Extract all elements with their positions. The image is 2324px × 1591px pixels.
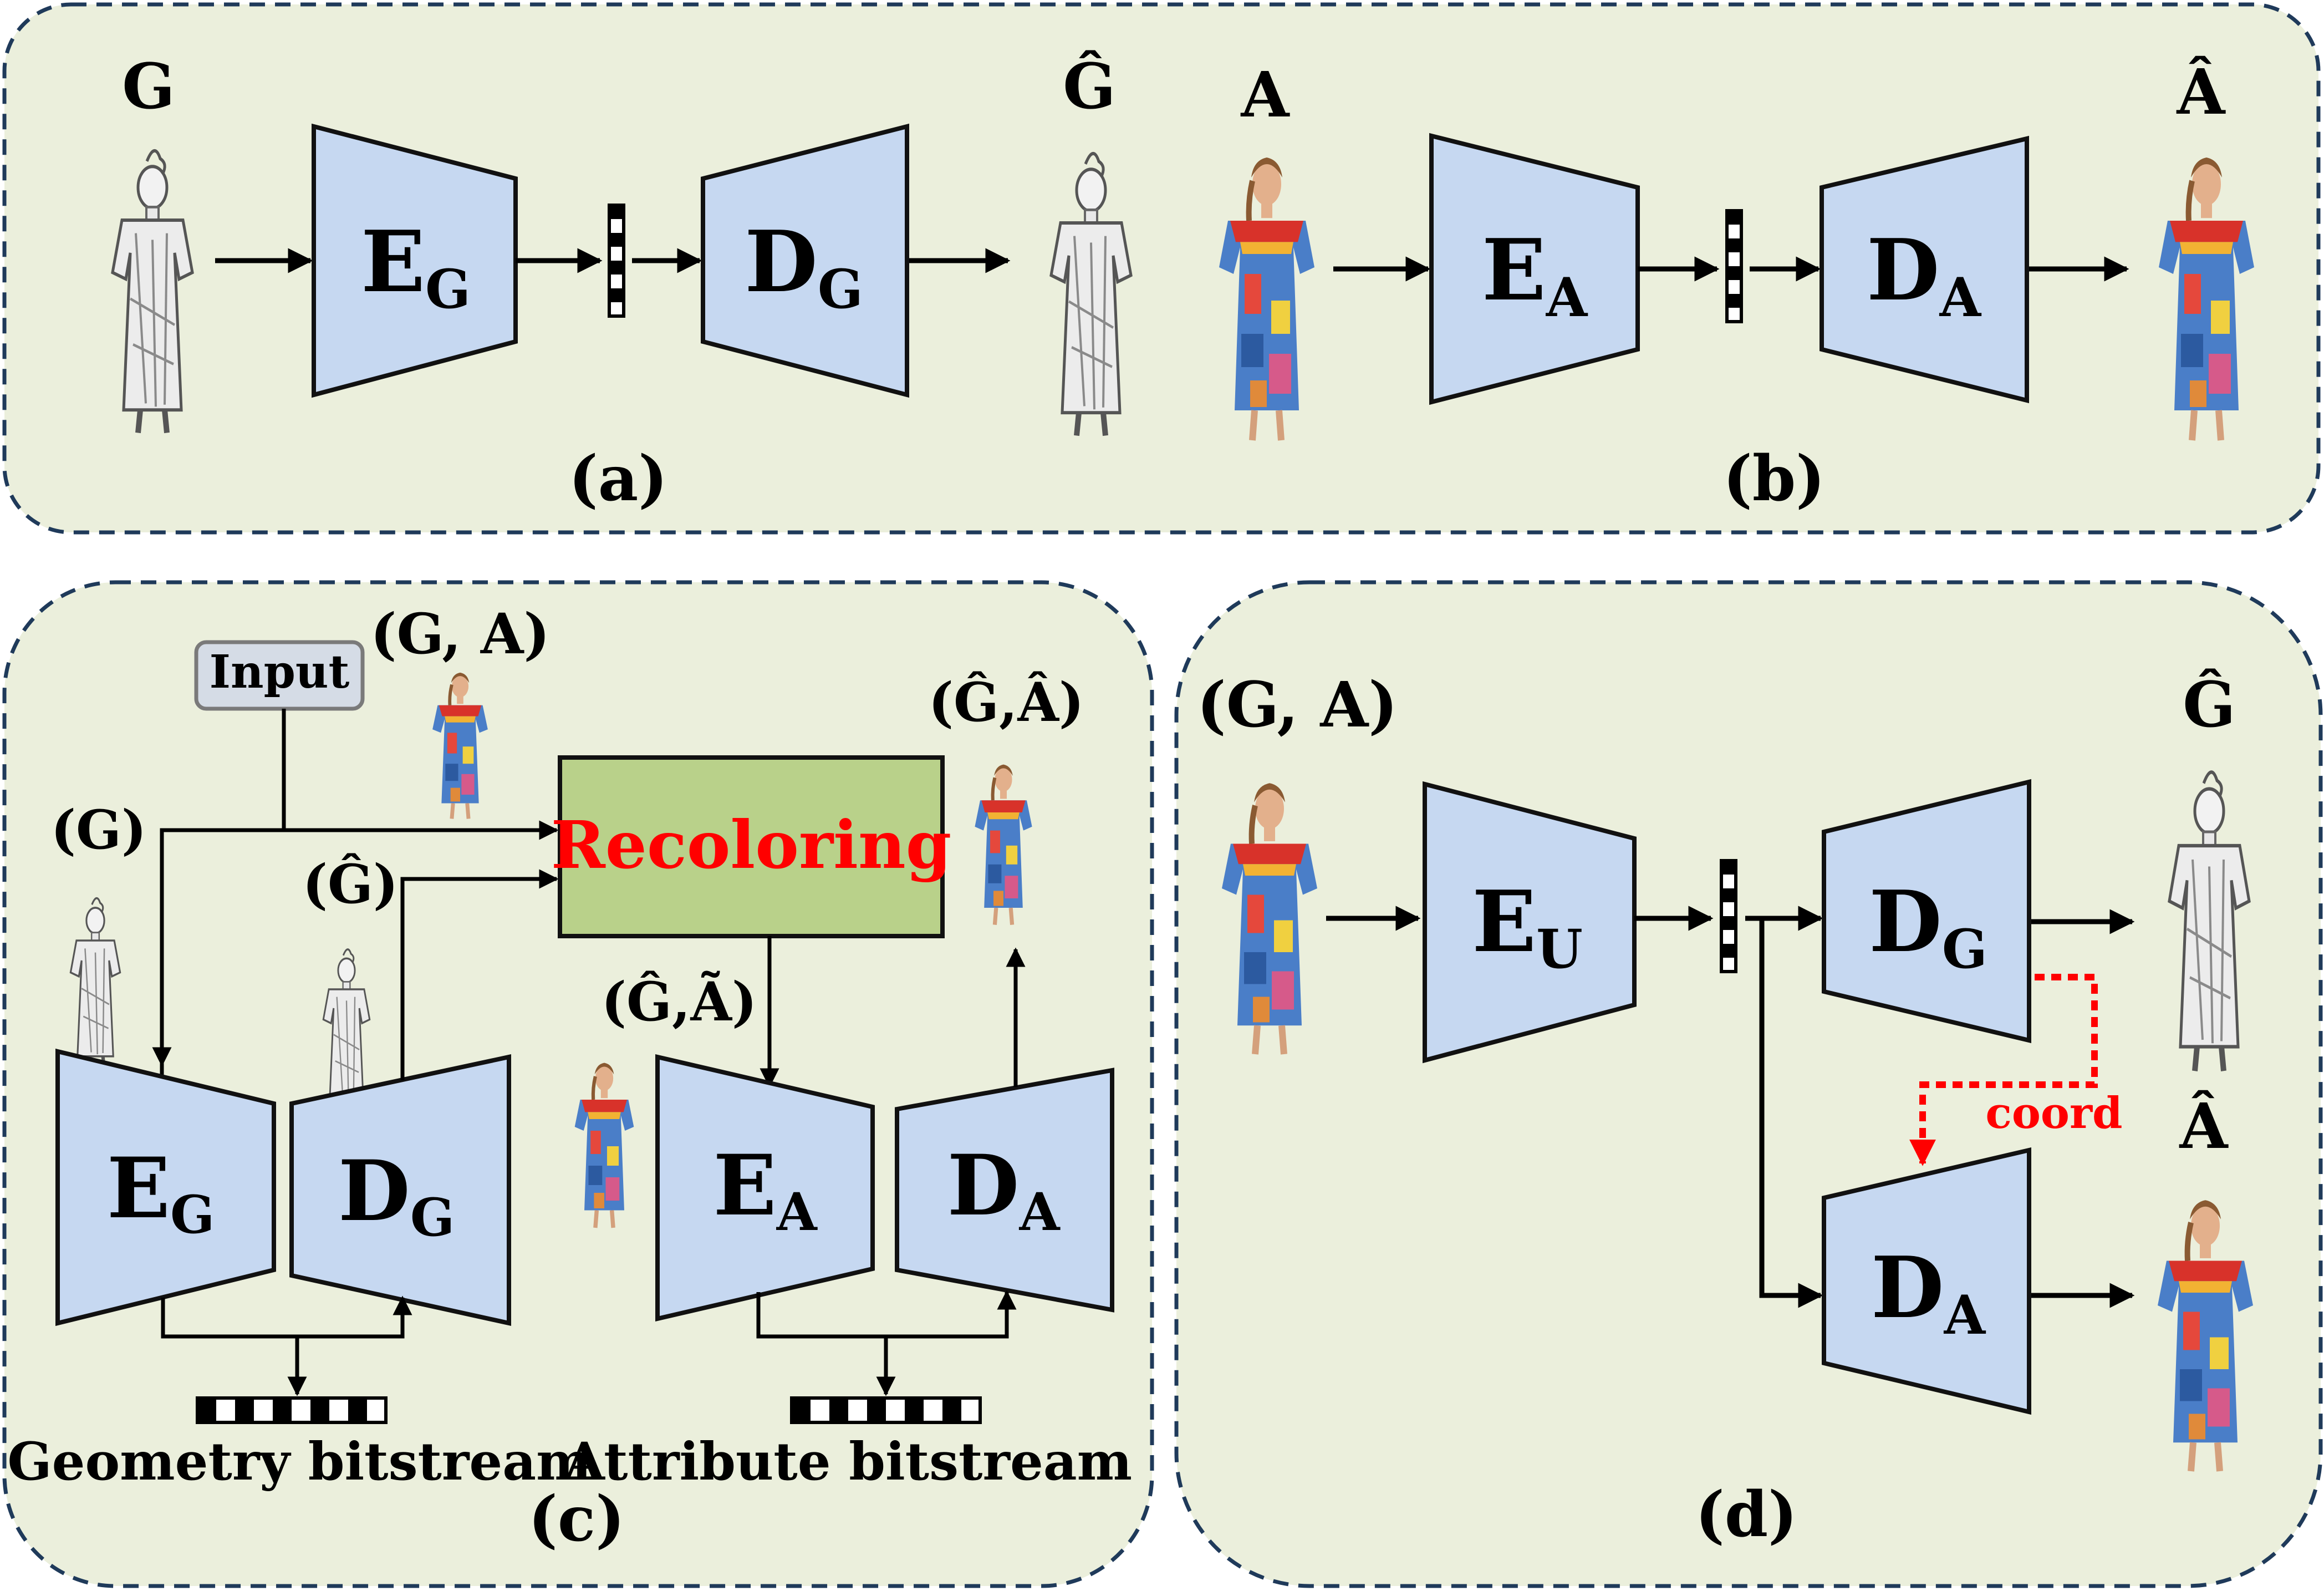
panel-c-geo-encoder-label: EG: [107, 1140, 215, 1246]
panel-b-encoder-label: EA: [1482, 220, 1588, 329]
latent-vector-icon: [609, 205, 624, 316]
panel-c-caption: (c): [528, 1483, 625, 1556]
panel-c-attr-encoder-label: EA: [713, 1137, 817, 1243]
input-box-label: Input: [210, 645, 350, 699]
coord-arrow: [1909, 974, 2098, 1166]
panel-a-decoder-label: DG: [745, 212, 863, 321]
panel-c-geo-encoder: [55, 1048, 276, 1326]
panel-b-output-label: Â: [2177, 55, 2226, 129]
panel-d-encoder: [1423, 781, 1637, 1064]
geometry-bitstream-label: Geometry bitstream: [7, 1431, 591, 1492]
panel-b-decoder: [1820, 135, 2029, 404]
panel-c-input-label: (G, A): [370, 601, 550, 667]
input-box: [194, 640, 365, 711]
attribute-bitstream-label: Attribute bitstream: [564, 1431, 1132, 1492]
panel-ab: [2, 2, 2321, 535]
connector: [756, 1290, 1017, 1339]
panel-d-geo-output-label: Ĝ: [2183, 669, 2236, 741]
panel-a-decoder: [701, 123, 909, 398]
recoloring-label: Recoloring: [551, 806, 952, 883]
panel-c-attr-decoder: [895, 1068, 1114, 1313]
panel-c-g-label: (G): [51, 799, 147, 861]
panel-d-input-label: (G, A): [1197, 669, 1398, 741]
panel-d-geo-decoder-label: DG: [1869, 872, 1987, 980]
connector: [1759, 918, 1823, 1308]
panel-d-geo-decoder: [1822, 779, 2031, 1044]
panel-c-output-label: (Ĝ,Â): [929, 671, 1084, 734]
panel-c-geo-decoder-label: DG: [338, 1142, 455, 1248]
attribute-bitstream-icon: [792, 1398, 980, 1422]
latent-vector-icon: [1727, 211, 1741, 322]
panel-a-input-label: G: [122, 50, 175, 123]
panel-b-decoder-label: DA: [1867, 220, 1982, 329]
panel-a-encoder: [312, 123, 518, 398]
panel-a-caption: (a): [569, 443, 668, 515]
connector: [400, 869, 559, 1080]
latent-vector-icon: [1721, 861, 1736, 972]
panel-c-geo-decoder: [289, 1054, 511, 1326]
panel-b-encoder: [1429, 133, 1640, 405]
panel-c-ghat-label: (Ĝ): [303, 853, 399, 916]
panel-d-attr-output-label: Â: [2179, 1090, 2229, 1163]
recoloring-box: [558, 755, 945, 938]
panel-d-caption: (d): [1695, 1478, 1797, 1551]
geometry-bitstream-icon: [197, 1398, 386, 1422]
panel-b-input-label: A: [1241, 59, 1291, 131]
panel-b-caption: (b): [1723, 443, 1825, 515]
panel-a-encoder-label: EG: [361, 212, 471, 321]
connector: [161, 1295, 412, 1339]
panel-c-recolored-label: (Ĝ,Ã): [602, 970, 757, 1033]
panel-a-output-label: Ĝ: [1063, 50, 1116, 123]
panel-c-attr-decoder-label: DA: [947, 1137, 1060, 1243]
panel-d-attr-decoder-label: DA: [1871, 1238, 1986, 1346]
panel-c-attr-encoder: [655, 1054, 875, 1322]
coord-label: coord: [1985, 1088, 2122, 1138]
panel-d-encoder-label: EU: [1472, 872, 1583, 980]
panel-d-attr-decoder: [1822, 1147, 2031, 1415]
